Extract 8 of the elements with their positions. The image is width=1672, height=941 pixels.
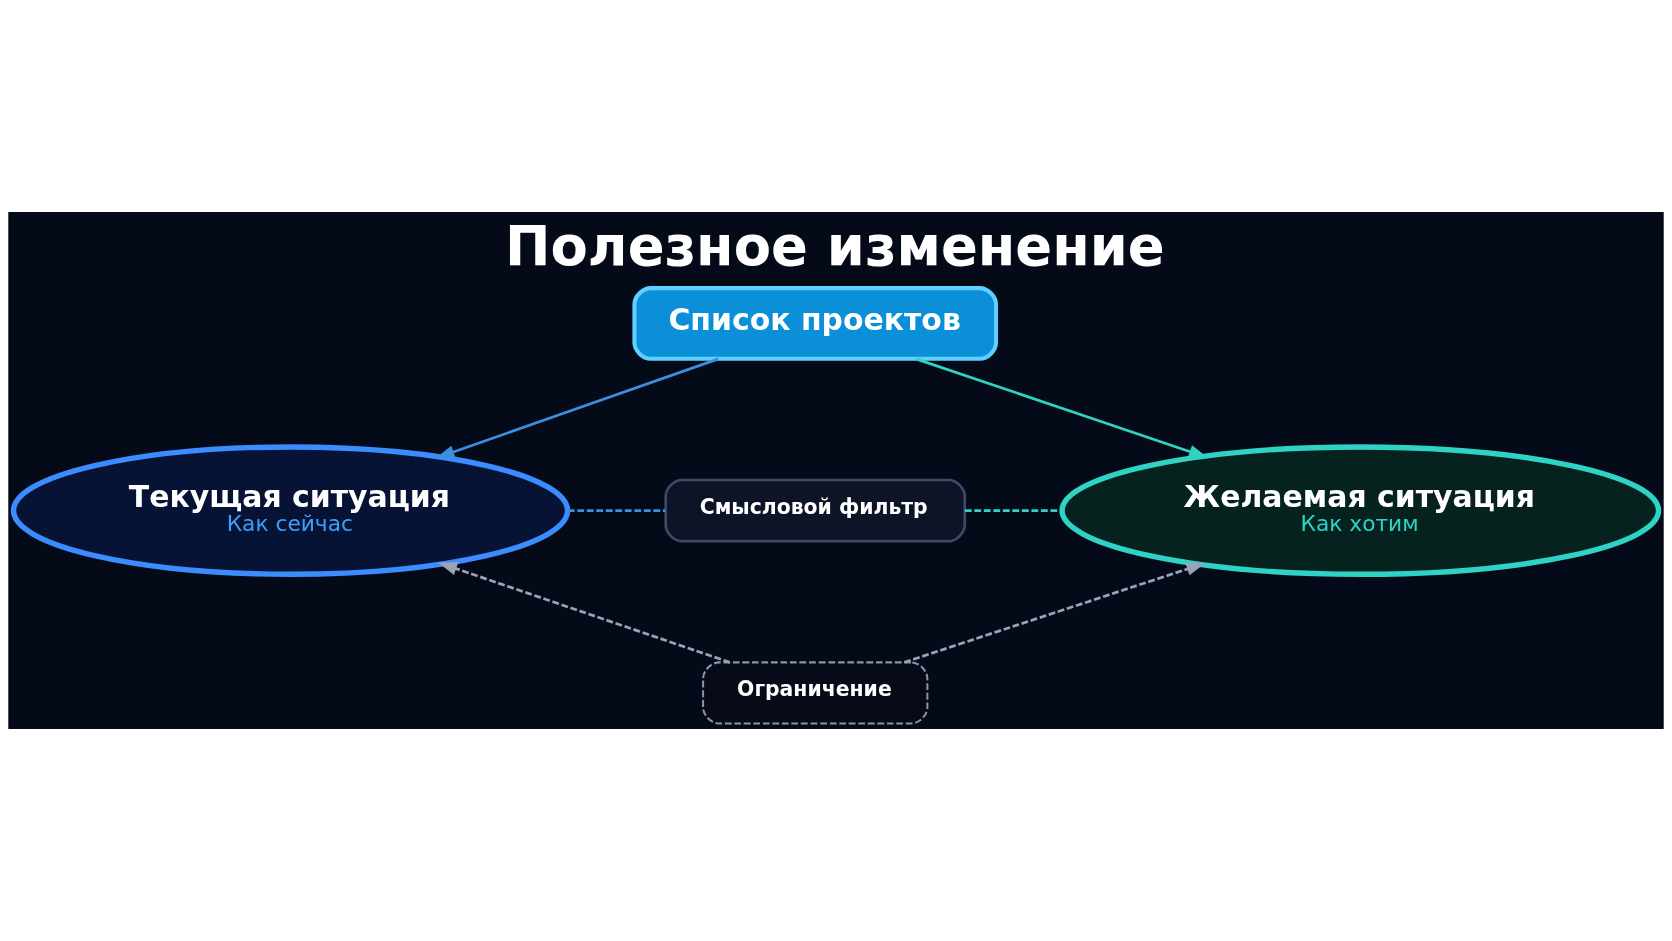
node-box: Список проектов [632, 286, 999, 361]
node-box: Смысловой фильтр [664, 478, 967, 543]
arrow [435, 357, 719, 459]
diagram-title: Полезное изменение [505, 215, 1165, 279]
node-box: Ограничение [702, 661, 929, 725]
arrow [438, 562, 731, 664]
connector [567, 509, 666, 512]
arrow [903, 562, 1206, 664]
